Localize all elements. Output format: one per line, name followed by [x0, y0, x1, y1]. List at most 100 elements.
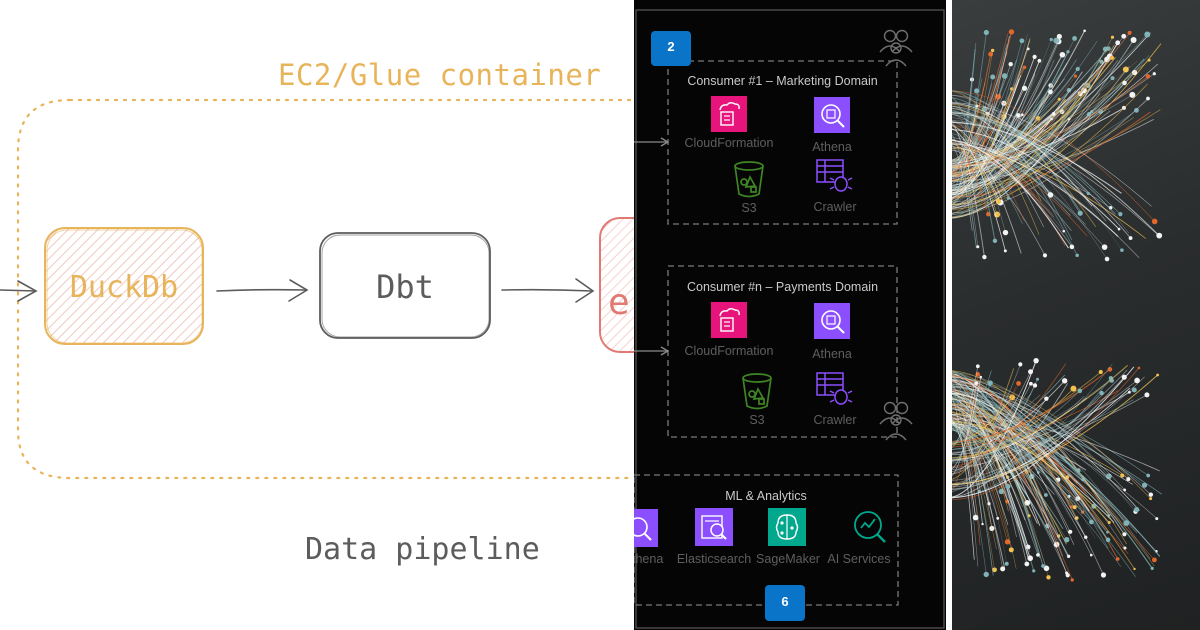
particle-stream	[952, 93, 1081, 170]
particle-stream	[952, 139, 1069, 249]
particle-stream	[952, 146, 1073, 248]
arrow-duckdb-to-dbt	[216, 279, 309, 302]
particle-stream	[952, 396, 1085, 470]
particle-stream	[952, 392, 1001, 493]
particle-stream	[952, 129, 1120, 230]
particle-stream	[952, 143, 973, 231]
particle-dot	[1003, 249, 1007, 253]
arrow-into-payments	[634, 346, 670, 356]
particle-stream	[952, 398, 1087, 538]
particle-dot	[1134, 377, 1140, 384]
particle-stream	[952, 66, 1130, 203]
particle-dot	[1122, 532, 1127, 537]
particle-stream	[952, 389, 1027, 484]
particle-stream	[952, 428, 1002, 492]
particle-dot	[1033, 357, 1039, 364]
particle-stream	[952, 410, 995, 570]
particle-stream	[952, 376, 1125, 490]
particle-stream	[952, 398, 1047, 485]
particle-stream	[952, 428, 1095, 507]
particle-dot	[1152, 72, 1156, 76]
particle-dot	[1144, 31, 1151, 38]
particle-stream	[952, 369, 1128, 481]
particle-stream	[952, 388, 1074, 461]
particle-stream	[952, 364, 1129, 459]
particle-dot	[1107, 521, 1111, 525]
arrow-into-marketing	[634, 137, 670, 147]
particle-streams-icon	[952, 29, 1163, 582]
particle-dot	[1059, 51, 1066, 58]
particle-dot	[1098, 369, 1103, 375]
particle-stream	[952, 386, 1129, 480]
particle-stream	[952, 399, 1127, 524]
particle-stream	[952, 389, 1135, 450]
duckdb-node	[44, 227, 204, 345]
dbt-label: Dbt	[376, 268, 434, 306]
particle-stream	[952, 69, 1127, 218]
particle-stream	[952, 389, 1071, 533]
particle-stream	[952, 400, 1004, 569]
panel-divider	[946, 0, 952, 630]
particle-stream	[952, 142, 1086, 225]
particle-stream	[952, 37, 1113, 218]
particle-dot	[1036, 377, 1040, 381]
particle-stream	[952, 43, 977, 211]
particle-stream	[952, 39, 1134, 209]
particle-dot	[1104, 56, 1110, 63]
service-label: CloudFormation	[684, 136, 774, 150]
particle-dot	[1137, 366, 1141, 370]
container-dotted-border	[16, 98, 634, 480]
particle-dot	[1109, 55, 1114, 60]
particle-stream	[952, 390, 1041, 526]
particle-stream	[952, 414, 1160, 472]
particle-stream	[952, 398, 1137, 510]
particle-dot	[1047, 192, 1054, 198]
particle-stream	[952, 374, 979, 491]
particle-dot	[992, 238, 998, 244]
particle-dot	[990, 74, 996, 80]
particle-dot	[1064, 537, 1070, 543]
particle-stream	[952, 137, 1071, 216]
particle-dot	[1068, 529, 1073, 534]
particle-dot	[1075, 253, 1079, 258]
particle-dot	[1004, 561, 1009, 566]
particle-dot	[1156, 373, 1160, 377]
particle-dot	[1151, 218, 1158, 225]
particle-dot	[1020, 113, 1024, 117]
particle-dot	[1122, 66, 1129, 73]
particle-dot	[1090, 110, 1094, 114]
step-badge-number: 2	[667, 39, 675, 54]
particle-dot	[1155, 517, 1159, 521]
particle-dot	[1065, 571, 1069, 575]
particle-stream	[952, 30, 1086, 186]
particle-stream	[952, 141, 989, 215]
particle-dot	[1008, 29, 1015, 35]
abstract-art-panel	[952, 0, 1200, 630]
particle-dot	[1117, 227, 1121, 231]
particle-dot	[1066, 50, 1070, 54]
ai-services-icon	[854, 511, 886, 543]
particle-stream	[952, 108, 1051, 196]
particle-dot	[1134, 507, 1140, 513]
particle-dot	[1145, 74, 1151, 79]
particle-dot	[1147, 58, 1151, 62]
particle-dot	[1046, 575, 1051, 580]
particle-dot	[1044, 396, 1049, 401]
particle-dot	[1016, 113, 1021, 118]
users-icon	[879, 401, 913, 441]
particle-stream	[952, 386, 979, 567]
step-badge-number: 6	[781, 594, 789, 609]
particle-dot	[1115, 40, 1121, 46]
particle-dot	[1019, 38, 1025, 44]
particle-stream	[952, 383, 1019, 475]
service-label: CloudFormation	[684, 344, 774, 358]
particle-stream	[952, 103, 1097, 228]
particle-stream	[952, 49, 976, 183]
particle-dot	[1146, 96, 1150, 101]
particle-stream	[952, 425, 1108, 533]
crawler-icon	[816, 372, 853, 405]
particle-dot	[1037, 58, 1042, 63]
particle-dot	[1074, 516, 1079, 520]
particle-stream	[952, 97, 1073, 241]
particle-dot	[979, 375, 983, 379]
